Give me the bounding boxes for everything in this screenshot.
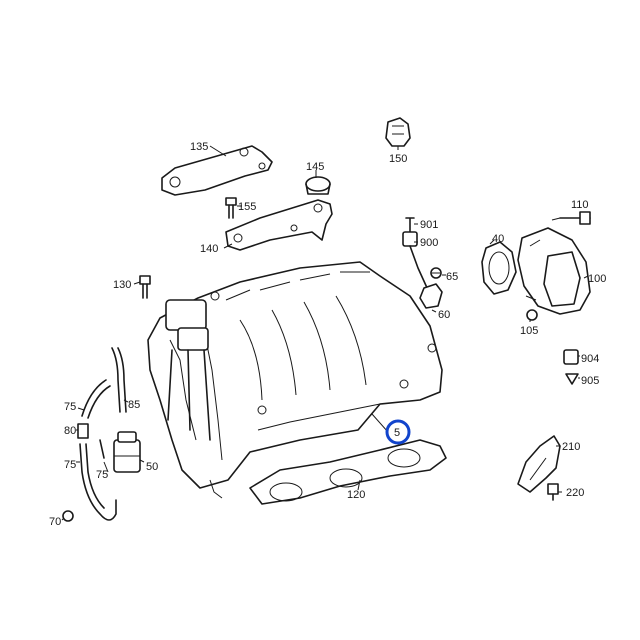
- screw-905[interactable]: [565, 373, 579, 385]
- callout-75-upper[interactable]: 75: [64, 401, 76, 413]
- callout-120[interactable]: 120: [347, 489, 365, 501]
- callout-905[interactable]: 905: [581, 375, 599, 387]
- callout-70[interactable]: 70: [49, 516, 61, 528]
- bolt-130[interactable]: [139, 275, 151, 299]
- callout-40[interactable]: 40: [492, 233, 504, 245]
- callout-220[interactable]: 220: [566, 487, 584, 499]
- hose-75-upper[interactable]: [81, 379, 111, 419]
- callout-65[interactable]: 65: [446, 271, 458, 283]
- callout-140[interactable]: 140: [200, 243, 218, 255]
- bracket-140[interactable]: [225, 199, 333, 251]
- callout-75-mid[interactable]: 75: [96, 469, 108, 481]
- gasket-40[interactable]: [481, 241, 517, 295]
- bracket-135[interactable]: [161, 145, 273, 196]
- callout-50[interactable]: 50: [146, 461, 158, 473]
- sensor-60[interactable]: [419, 283, 443, 309]
- hose-85[interactable]: [111, 347, 127, 413]
- screw-105[interactable]: [526, 309, 538, 321]
- callout-901[interactable]: 901: [420, 219, 438, 231]
- callout-100[interactable]: 100: [588, 273, 606, 285]
- connector-904[interactable]: [563, 349, 579, 365]
- throttle-body-100[interactable]: [517, 227, 591, 315]
- screw-65[interactable]: [430, 267, 442, 279]
- grommet-145[interactable]: [305, 176, 331, 195]
- bolt-110[interactable]: [559, 211, 591, 225]
- intake-manifold: [147, 261, 443, 499]
- solenoid-50[interactable]: [113, 431, 141, 473]
- callout-105[interactable]: 105: [520, 325, 538, 337]
- callout-80[interactable]: 80: [64, 425, 76, 437]
- callout-60[interactable]: 60: [438, 309, 450, 321]
- bolt-220[interactable]: [547, 483, 559, 501]
- callout-labels: 135 145 150 155 140 901 900 110 40 65 13…: [49, 141, 606, 528]
- callout-210[interactable]: 210: [562, 441, 580, 453]
- callout-904[interactable]: 904: [581, 353, 599, 365]
- highlight-ring: [385, 419, 411, 445]
- callout-75-lower[interactable]: 75: [64, 459, 76, 471]
- leader-lines: [61, 145, 589, 521]
- bolt-155[interactable]: [225, 197, 237, 219]
- callout-145[interactable]: 145: [306, 161, 324, 173]
- connector-80[interactable]: [77, 423, 89, 439]
- callout-150[interactable]: 150: [389, 153, 407, 165]
- screw-901[interactable]: [405, 217, 415, 233]
- gasket-120[interactable]: [249, 439, 447, 505]
- clip-150[interactable]: [385, 117, 411, 147]
- callout-155[interactable]: 155: [238, 201, 256, 213]
- hose-75-mid[interactable]: [99, 439, 105, 459]
- hose-75-lower[interactable]: [79, 443, 117, 521]
- callout-85[interactable]: 85: [128, 399, 140, 411]
- callout-900[interactable]: 900: [420, 237, 438, 249]
- callout-130[interactable]: 130: [113, 279, 131, 291]
- callout-110[interactable]: 110: [571, 199, 589, 211]
- callout-5[interactable]: 5: [394, 427, 400, 439]
- clamp-70[interactable]: [62, 510, 74, 522]
- callout-135[interactable]: 135: [190, 141, 208, 153]
